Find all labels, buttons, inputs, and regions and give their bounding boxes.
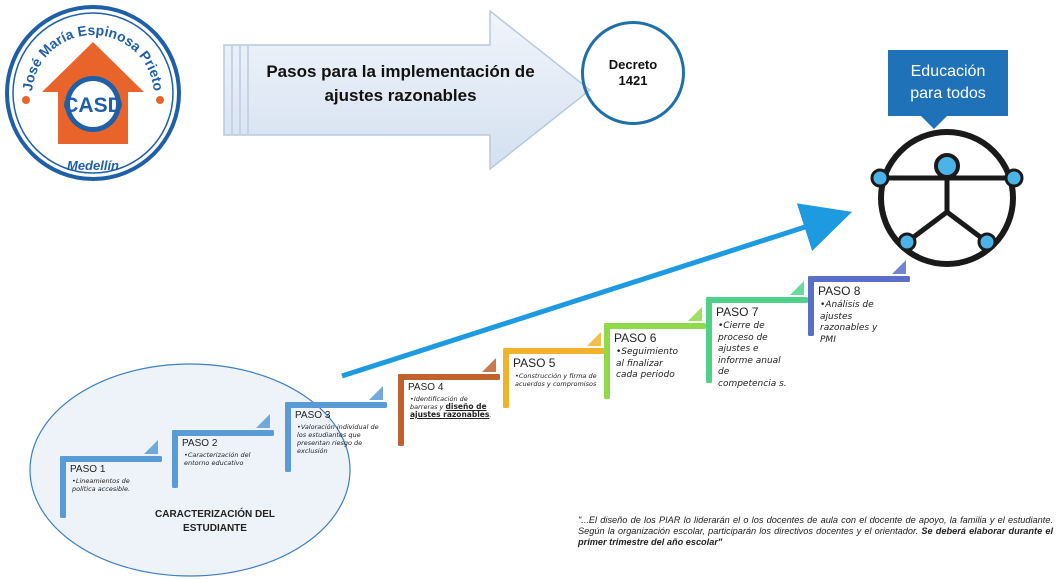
step-8-side-bar [808,276,814,336]
step-3-description: •Valoración individual de los estudiante… [297,423,379,455]
step-1-description: •Lineamientos de política accesible. [72,477,154,493]
step-6-label: PASO 6 [614,331,657,345]
step-1-top-bar [60,456,162,462]
step-2-side-bar [172,430,178,488]
step-8-description-text: •Análisis de ajustes razonables y PMI [820,300,878,345]
step-7-side-bar [706,297,712,383]
step-6-triangle [688,307,702,321]
step-1-description-text: •Lineamientos de política accesible. [72,477,131,493]
step-4-top-bar [398,374,500,380]
title-arrow-text: Pasos para la implementación de ajustes … [266,62,535,105]
step-5-top-bar [503,348,605,354]
decree-label: Decreto 1421 [608,57,658,88]
step-5-side-bar [503,348,509,408]
step-7-label: PASO 7 [716,305,759,319]
callout-tail [920,115,948,129]
step-6-top-bar [604,323,706,329]
step-4-description: •Identificación de barreras y diseño de … [410,395,492,419]
step-1-label: PASO 1 [70,464,106,475]
step-1-side-bar [60,456,66,518]
decree-circle: Decreto 1421 [581,21,685,125]
step-2-triangle [256,414,270,428]
step-8-label: PASO 8 [818,284,861,298]
step-8-triangle [892,260,906,274]
step-1-triangle [144,440,158,454]
step-3-side-bar [285,402,291,472]
school-logo: José María Espinosa Prieto CASD Medellín [5,5,181,181]
step-2-description: •Caracterización del entorno educativo [184,451,266,467]
step-4-description-strong: diseño de ajustes razonables [410,402,490,419]
characterization-label: CARACTERIZACIÓN DEL ESTUDIANTE [155,509,275,534]
step-3-label: PASO 3 [295,410,331,421]
step-4-label: PASO 4 [408,382,444,393]
accessibility-icon [870,129,1024,267]
step-8-description: •Análisis de ajustes razonables y PMI [820,300,890,346]
step-5-triangle [587,332,601,346]
step-5-description: •Construcción y firma de acuerdos y comp… [515,372,597,388]
step-3-triangle [369,386,383,400]
step-2-description-text: •Caracterización del entorno educativo [184,451,251,467]
step-5-label: PASO 5 [513,356,556,370]
step-7-description-text: •Cierre de proceso de ajustes e informe … [718,321,787,389]
step-2-top-bar [172,430,274,436]
step-8-top-bar [808,276,910,282]
quote-bold: Se deberá elaborar durante el primer tri… [578,526,1053,547]
step-7-triangle [790,281,804,295]
logo-city: Medellín [67,158,119,173]
logo-monogram: CASD [63,94,123,117]
step-3-description-text: •Valoración individual de los estudiante… [297,423,379,455]
step-7-description: •Cierre de proceso de ajustes e informe … [718,321,788,390]
step-4-side-bar [398,374,404,446]
education-callout: Educación para todos [888,50,1008,116]
title-arrow-shape [223,9,592,171]
progress-arrow [341,203,853,379]
step-4-description-text: •Identificación de barreras y [410,395,468,411]
step-6-description-text: •Seguimiento al finalizar cada periodo [616,347,679,380]
step-4-description-tail: . [489,411,492,419]
step-6-side-bar [604,323,610,399]
step-4-triangle [482,358,496,372]
piar-quote: "...El diseño de los PIAR lo liderarán e… [578,515,1053,548]
step-7-top-bar [706,297,808,303]
step-3-top-bar [285,402,387,408]
step-5-description-text: •Construcción y firma de acuerdos y comp… [515,372,597,388]
step-2-label: PASO 2 [182,438,218,449]
quote-text: "...El diseño de los PIAR lo liderarán e… [578,515,1053,536]
step-6-description: •Seguimiento al finalizar cada periodo [616,347,686,382]
